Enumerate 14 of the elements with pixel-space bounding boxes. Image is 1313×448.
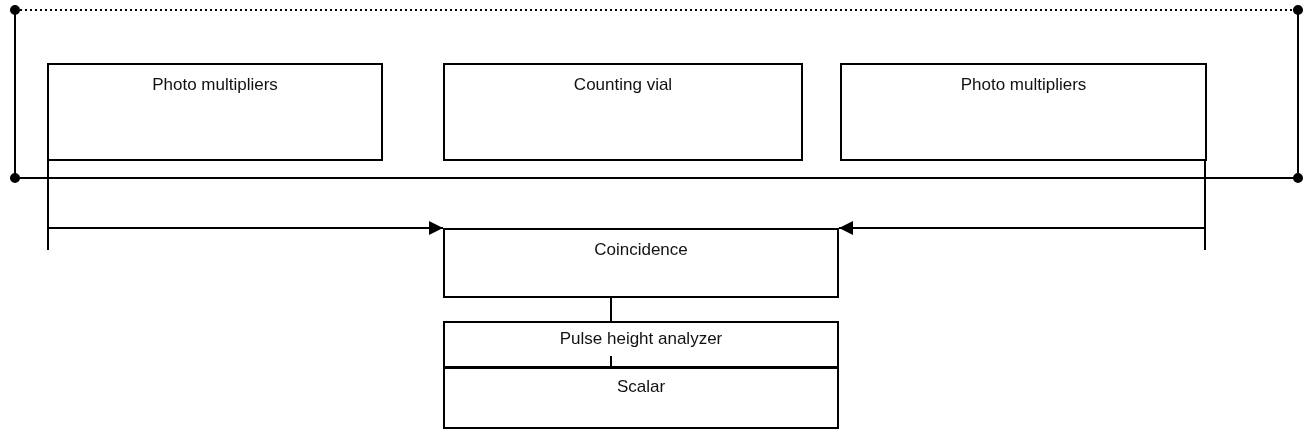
process-box (47, 63, 383, 161)
box-label: Photo multipliers (151, 75, 279, 95)
process-box (443, 228, 839, 298)
box-label: Photo multipliers (959, 75, 1088, 95)
connector-arrow (838, 160, 1206, 235)
process-box (443, 321, 839, 368)
box-label: Pulse height analyzer (558, 329, 724, 349)
process-box (840, 63, 1207, 161)
process-box (443, 367, 839, 429)
box-label: Coincidence (593, 240, 689, 260)
connector-arrow (47, 160, 444, 235)
box-label: Counting vial (572, 75, 674, 95)
box-label: Scalar (615, 377, 667, 397)
process-box (443, 63, 803, 161)
